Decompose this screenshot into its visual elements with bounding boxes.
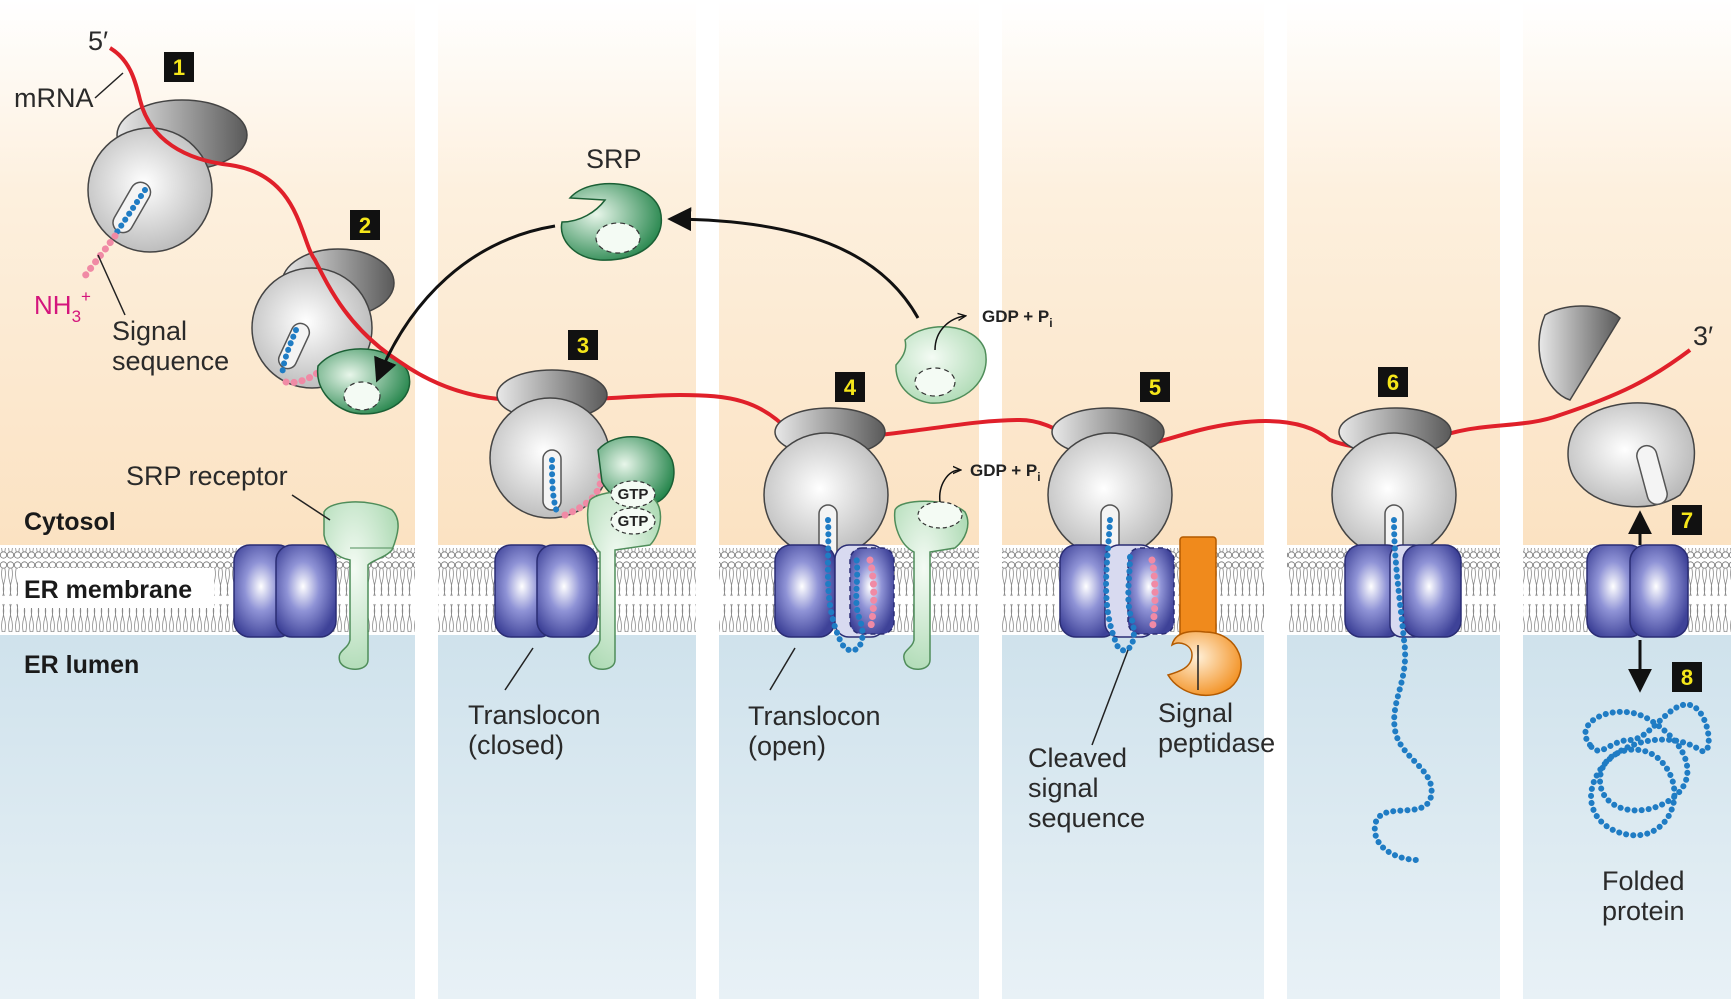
cleaved-signal-leader	[1091, 649, 1129, 746]
gdp-label-top: GDP + Pi	[982, 307, 1053, 330]
er-membrane-label: ER membrane	[24, 576, 192, 604]
folded-protein-shape	[1582, 701, 1712, 839]
step-badge-3: 3	[568, 330, 598, 360]
step-badge-4: 4	[835, 372, 865, 402]
five-prime-label: 5′	[88, 26, 108, 56]
gtp-label-upper: GTP	[618, 486, 649, 503]
step-badge-5: 5	[1140, 372, 1170, 402]
ribosome-step-5	[1047, 407, 1173, 566]
svg-text:3: 3	[577, 333, 589, 358]
translocon-step-4	[774, 517, 895, 654]
translocon-step-6	[1344, 517, 1462, 863]
translocon-step-1	[233, 544, 337, 638]
srp-recycle-arrow	[667, 207, 920, 319]
translocon-open-label-2: (open)	[748, 731, 826, 761]
svg-text:2: 2	[359, 213, 371, 238]
svg-text:1: 1	[173, 55, 185, 80]
mrna-leader-line	[94, 72, 124, 99]
signal-peptidase-label-2: peptidase	[1158, 728, 1275, 758]
step-badge-7: 7	[1672, 505, 1702, 535]
signal-peptidase	[1166, 536, 1242, 697]
cytosol-label: Cytosol	[24, 508, 116, 536]
translocon-step-5	[1059, 517, 1175, 654]
cleaved-signal-label-3: sequence	[1028, 803, 1145, 833]
srp-receptor-step-3: GTP GTP	[586, 480, 662, 670]
step-badge-6: 6	[1378, 367, 1408, 397]
srp-receptor-step-1	[323, 501, 399, 670]
step-badge-1: 1	[164, 52, 194, 82]
svg-text:4: 4	[844, 375, 857, 400]
svg-text:8: 8	[1681, 665, 1693, 690]
translocon-open-leader	[769, 647, 796, 691]
cleaved-signal-label-1: Cleaved	[1028, 743, 1127, 773]
mrna-label: mRNA	[14, 83, 94, 113]
gtp-label-lower: GTP	[618, 513, 649, 530]
signal-sequence-label-1: Signal	[112, 316, 187, 346]
folded-protein-label-1: Folded	[1602, 866, 1685, 896]
nh3-label: NH3+	[34, 287, 91, 326]
step-badge-8: 8	[1672, 662, 1702, 692]
svg-text:5: 5	[1149, 375, 1161, 400]
ribosome-dissociated	[1538, 305, 1696, 508]
srp-receptor-label: SRP receptor	[126, 461, 288, 491]
translocon-closed-leader	[504, 647, 534, 691]
translocon-closed-label-1: Translocon	[468, 700, 601, 730]
cleaved-signal-label-2: signal	[1028, 773, 1099, 803]
translocon-open-label-1: Translocon	[748, 701, 881, 731]
translocon-step-3	[494, 544, 598, 638]
step-badge-2: 2	[350, 210, 380, 240]
membrane-label-bg	[18, 568, 214, 608]
svg-text:6: 6	[1387, 370, 1399, 395]
srp-receptor-leader	[291, 494, 331, 521]
folded-protein-label-2: protein	[1602, 896, 1685, 926]
signal-sequence-label-2: sequence	[112, 346, 229, 376]
srp-free	[560, 182, 663, 261]
translocon-closed-label-2: (closed)	[468, 730, 564, 760]
srp-released-step-4	[895, 316, 987, 404]
signal-peptidase-label-1: Signal	[1158, 698, 1233, 728]
srp-label: SRP	[586, 144, 642, 174]
ribosome-step-2	[251, 248, 411, 415]
ribosome-step-6	[1331, 407, 1457, 566]
gdp-label-bottom: GDP + Pi	[970, 461, 1041, 484]
srp-binding-arrow	[374, 224, 556, 383]
svg-text:7: 7	[1681, 508, 1693, 533]
three-prime-label: 3′	[1693, 321, 1713, 351]
srp-receptor-step-4	[893, 470, 969, 670]
signal-sequence-leader	[97, 254, 126, 316]
ribosome-step-1	[78, 99, 248, 284]
er-lumen-label: ER lumen	[24, 651, 139, 679]
translocon-step-7	[1586, 544, 1689, 638]
